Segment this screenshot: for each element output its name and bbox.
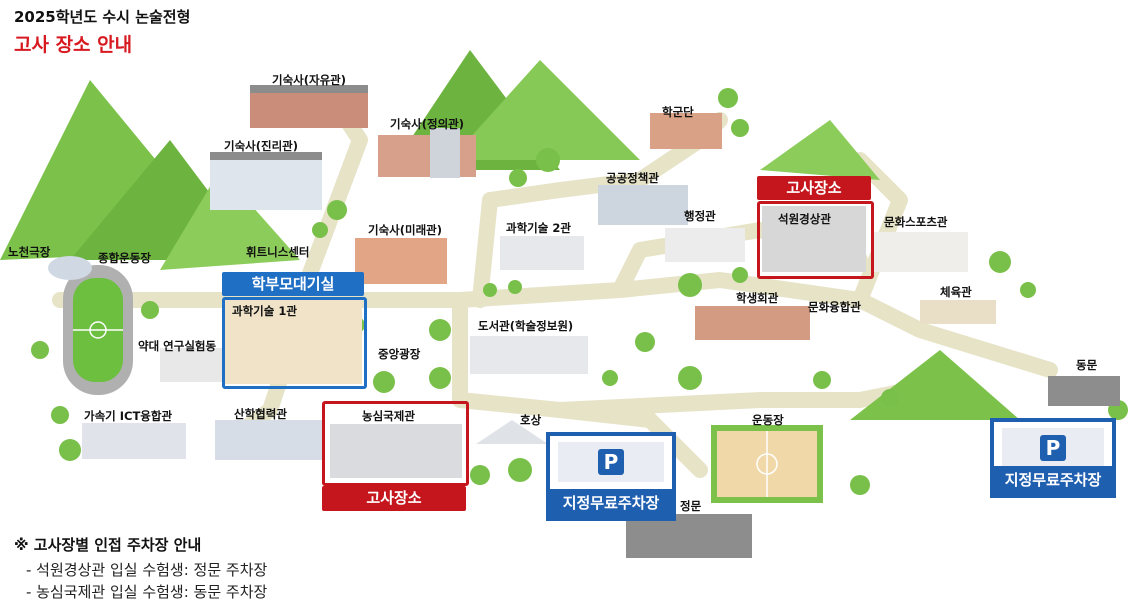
parking-icon: P — [1040, 435, 1066, 461]
label-open-theater: 노천극장 — [8, 245, 51, 259]
exam-site-tag-nongsim: 고사장소 — [322, 486, 466, 511]
label-sci-tech2: 과학기술 2관 — [506, 221, 571, 235]
note-item: - 석원경상관 입실 수험생: 정문 주차장 — [26, 561, 268, 579]
label-central-plaza: 중앙광장 — [378, 347, 421, 361]
label-nongsim: 농심국제관 — [362, 409, 415, 423]
label-hakgundan: 학군단 — [662, 105, 694, 119]
parking-notes: ※ 고사장별 인접 주차장 안내 - 석원경상관 입실 수험생: 정문 주차장 … — [14, 534, 267, 603]
label-stadium: 종합운동장 — [98, 251, 151, 265]
label-lake: 호상 — [520, 413, 542, 427]
open-theater-drawing — [48, 256, 92, 280]
label-gym: 체육관 — [940, 285, 972, 299]
label-dorm-mirae: 기숙사(미래관) — [368, 223, 442, 237]
label-ict: 가속기 ICT융합관 — [84, 409, 173, 423]
parking-east: P 지정무료주차장 — [990, 418, 1116, 498]
page-subtitle: 고사 장소 안내 — [14, 34, 133, 56]
label-east-gate: 동문 — [1076, 358, 1098, 372]
parking-main-label: 지정무료주차장 — [550, 489, 672, 517]
label-admin: 행정관 — [684, 209, 716, 223]
trees — [31, 88, 1128, 495]
label-public-policy: 공공정책관 — [606, 171, 659, 185]
exam-site-nongsim-frame — [322, 401, 469, 486]
label-field: 운동장 — [752, 413, 784, 427]
label-pharmacy-lab: 약대 연구실험동 — [138, 339, 217, 353]
note-item: - 농심국제관 입실 수험생: 동문 주차장 — [26, 583, 268, 601]
label-culture-conv: 문화융합관 — [808, 300, 861, 314]
label-library: 도서관(학술정보원) — [478, 319, 574, 333]
page-title: 2025학년도 수시 논술전형 — [14, 8, 191, 26]
stadium-drawing — [63, 265, 133, 395]
parents-room-tag: 학부모대기실 — [222, 272, 364, 296]
label-dorm-jeongui: 기숙사(정의관) — [390, 117, 464, 131]
label-dorm-jinri: 기숙사(진리관) — [224, 139, 298, 153]
parents-room-frame — [222, 297, 367, 389]
label-seogwon: 석원경상관 — [778, 212, 831, 226]
label-culture-sports: 문화스포츠관 — [884, 215, 948, 229]
label-main-gate: 정문 — [680, 499, 702, 513]
notes-heading: ※ 고사장별 인접 주차장 안내 — [14, 536, 202, 554]
exam-site-seogwon-frame — [757, 201, 874, 279]
label-industry: 산학협력관 — [234, 407, 287, 421]
label-fitness: 휘트니스센터 — [246, 245, 310, 259]
parking-icon: P — [598, 449, 624, 475]
label-student-hall: 학생회관 — [736, 291, 779, 305]
field-drawing — [711, 425, 823, 503]
label-sci-tech1: 과학기술 1관 — [232, 304, 297, 318]
mountains — [0, 50, 1020, 420]
label-dorm-jayu: 기숙사(자유관) — [272, 73, 346, 87]
buildings — [82, 85, 1120, 558]
parking-east-label: 지정무료주차장 — [994, 466, 1112, 494]
exam-site-tag-seogwon: 고사장소 — [757, 176, 871, 200]
parking-main: P 지정무료주차장 — [546, 432, 676, 521]
